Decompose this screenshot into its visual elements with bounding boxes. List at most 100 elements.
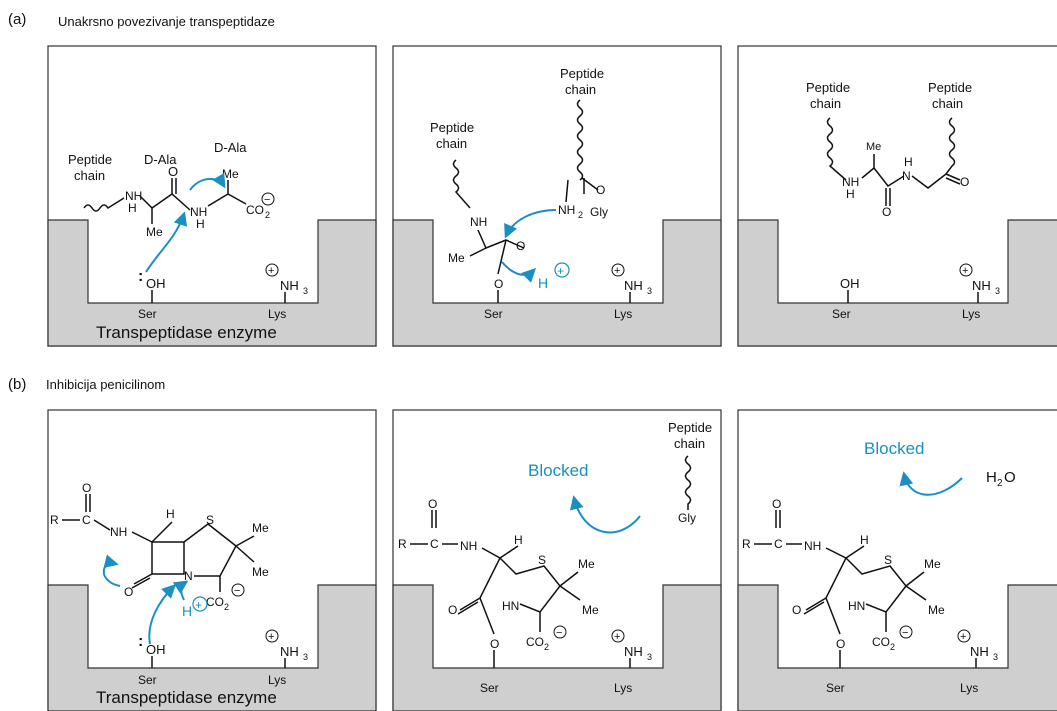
svg-text:Me: Me — [866, 141, 881, 153]
svg-text:+: + — [557, 264, 564, 278]
svg-text:3: 3 — [993, 652, 998, 662]
svg-text:N: N — [184, 569, 193, 583]
svg-text:+: + — [268, 631, 274, 643]
svg-text:NH: NH — [110, 525, 127, 539]
svg-text:3: 3 — [303, 652, 308, 662]
svg-text:C: C — [430, 537, 439, 551]
svg-text:O: O — [124, 585, 133, 599]
svg-text:H: H — [986, 469, 997, 486]
svg-text:+: + — [960, 631, 966, 643]
panel-a1-content: Peptide chain D-Ala D-Ala NH H Me O NH H… — [68, 140, 308, 342]
panel-a1 — [47, 45, 377, 347]
svg-text:Ser: Ser — [138, 673, 157, 687]
svg-text:−: − — [264, 194, 270, 206]
svg-text:Gly: Gly — [590, 205, 608, 219]
svg-text:Peptide: Peptide — [560, 66, 604, 81]
svg-text:HN: HN — [848, 599, 865, 613]
svg-text:S: S — [538, 553, 546, 567]
svg-text:Ser: Ser — [832, 307, 851, 321]
svg-text:Peptide: Peptide — [928, 80, 972, 95]
svg-text:O: O — [448, 603, 457, 617]
svg-text:NH: NH — [624, 278, 643, 293]
svg-text:O: O — [168, 164, 178, 179]
svg-text:Ser: Ser — [480, 681, 499, 695]
panel-b3 — [737, 409, 1057, 711]
svg-text:3: 3 — [647, 286, 652, 296]
panel-b3-content: Blocked H 2 O O R C NH H S HN Me Me O CO… — [742, 439, 1016, 695]
svg-text:Gly: Gly — [678, 511, 696, 525]
svg-text:+: + — [195, 598, 202, 612]
svg-text:H: H — [538, 275, 548, 291]
svg-text:2: 2 — [578, 210, 583, 220]
svg-text:Ser: Ser — [826, 681, 845, 695]
svg-text:D-Ala: D-Ala — [144, 152, 177, 167]
svg-text:O: O — [792, 603, 801, 617]
svg-text:Me: Me — [924, 557, 941, 571]
panel-a2-content: Peptide chain Peptide chain O NH 2 Gly N… — [430, 66, 652, 321]
svg-text:OH: OH — [146, 276, 166, 291]
svg-text:H: H — [860, 533, 869, 547]
section-a-title: Unakrsno povezivanje transpeptidaze — [58, 14, 275, 29]
svg-text:−: − — [234, 585, 240, 597]
svg-text:O: O — [428, 497, 437, 511]
svg-text:H: H — [514, 533, 523, 547]
svg-text:C: C — [774, 537, 783, 551]
svg-text:O: O — [772, 497, 781, 511]
svg-text:OH: OH — [840, 276, 860, 291]
svg-text:NH: NH — [970, 644, 989, 659]
svg-text:2: 2 — [997, 478, 1003, 489]
svg-text:H: H — [904, 155, 913, 169]
svg-text:Ser: Ser — [138, 307, 157, 321]
svg-text:NH: NH — [624, 644, 643, 659]
svg-text:chain: chain — [810, 96, 841, 111]
svg-text:chain: chain — [74, 168, 105, 183]
svg-text:Lys: Lys — [960, 681, 978, 695]
svg-text:2: 2 — [265, 210, 270, 220]
svg-text:+: + — [268, 265, 274, 277]
svg-text:Me: Me — [252, 565, 269, 579]
svg-text:Lys: Lys — [962, 307, 980, 321]
section-b-title: Inhibicija penicilinom — [46, 377, 165, 392]
svg-text:−: − — [902, 627, 908, 639]
panel-b2-content: Peptide chain Gly Blocked O R C NH H S H… — [398, 420, 712, 695]
panel-b2 — [392, 409, 722, 711]
svg-text:R: R — [50, 513, 59, 527]
svg-text:2: 2 — [544, 642, 549, 652]
svg-text:2: 2 — [890, 642, 895, 652]
svg-text:N: N — [902, 169, 911, 183]
svg-text:R: R — [742, 537, 751, 551]
svg-text:H: H — [128, 201, 137, 215]
svg-text:S: S — [884, 553, 892, 567]
svg-text:NH: NH — [558, 203, 575, 217]
svg-text:Lys: Lys — [614, 681, 632, 695]
svg-text:chain: chain — [932, 96, 963, 111]
svg-text:R: R — [398, 537, 407, 551]
svg-text:Me: Me — [928, 603, 945, 617]
svg-text:NH: NH — [972, 278, 991, 293]
svg-text:O: O — [490, 637, 499, 651]
panel-a3-content: Peptide chain Peptide chain NH H Me O H … — [806, 80, 1000, 321]
section-b-letter: (b) — [8, 376, 26, 393]
svg-text:chain: chain — [436, 136, 467, 151]
svg-text:Me: Me — [582, 603, 599, 617]
svg-text:C: C — [82, 513, 91, 527]
svg-text:O: O — [596, 183, 605, 197]
svg-text:Me: Me — [448, 251, 465, 265]
svg-text:Me: Me — [222, 167, 239, 181]
svg-text:Lys: Lys — [614, 307, 632, 321]
svg-text::: : — [138, 268, 143, 285]
svg-text:CO: CO — [246, 203, 264, 217]
svg-text:2: 2 — [224, 602, 229, 612]
svg-text:O: O — [1004, 469, 1016, 486]
blocked-label-2: Blocked — [864, 439, 924, 458]
enzyme-label-b: Transpeptidase enzyme — [96, 688, 277, 707]
svg-text:3: 3 — [647, 652, 652, 662]
panel-b1 — [47, 409, 377, 711]
svg-text:Ser: Ser — [484, 307, 503, 321]
svg-text:Lys: Lys — [268, 673, 286, 687]
svg-text:NH: NH — [125, 189, 142, 203]
svg-text:S: S — [206, 513, 214, 527]
panel-a2 — [392, 45, 722, 347]
svg-text:CO: CO — [872, 635, 890, 649]
